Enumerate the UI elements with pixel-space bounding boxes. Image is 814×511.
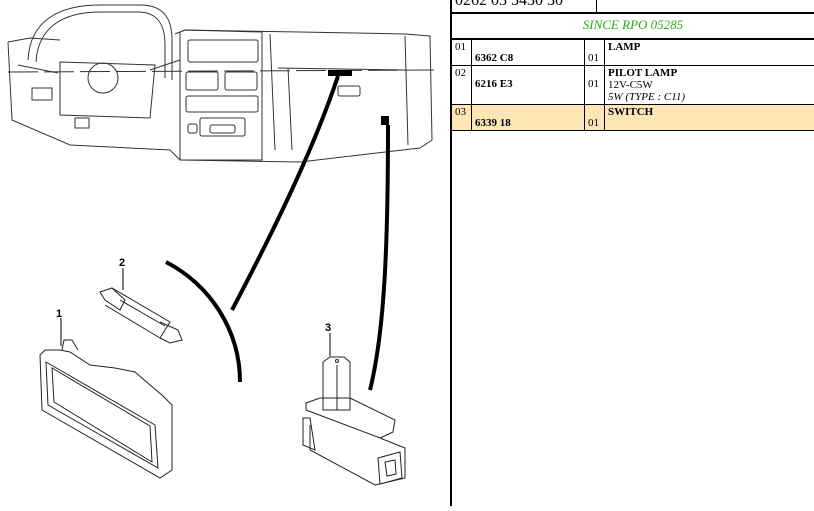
header-divider bbox=[596, 0, 597, 12]
part-spec-italic: 5W (TYPE : C11) bbox=[608, 91, 811, 103]
part-description: SWITCH bbox=[605, 105, 814, 131]
part-reference[interactable]: 6216 E3 bbox=[475, 78, 581, 90]
switch-illustration bbox=[303, 357, 405, 485]
part-description: PILOT LAMP 12V-C5W 5W (TYPE : C11) bbox=[605, 66, 814, 105]
parts-list-panel: 0262 03 5430 30 SINCE RPO 05285 01 6362 … bbox=[450, 0, 814, 506]
switch-leader-line bbox=[370, 125, 388, 390]
part-spec: 12V-C5W bbox=[608, 79, 811, 91]
part-index: 01 bbox=[452, 40, 472, 66]
pilot-lamp-illustration bbox=[100, 288, 182, 343]
lamp-leader-arc bbox=[166, 262, 240, 382]
since-banner-text: SINCE RPO 05285 bbox=[583, 17, 683, 32]
part-index: 03 bbox=[452, 105, 472, 131]
lamp-leader-line bbox=[232, 76, 338, 310]
spacer bbox=[608, 53, 811, 64]
part-quantity-cell: 01 bbox=[585, 40, 605, 66]
switch-location-marker bbox=[381, 116, 389, 125]
lamp-location-marker bbox=[328, 70, 352, 76]
part-title: PILOT LAMP bbox=[608, 67, 811, 79]
parts-table: 01 6362 C8 01 LAMP 02 6216 E3 01 bbox=[452, 40, 814, 131]
part-reference-cell: 6339 18 bbox=[472, 105, 585, 131]
dashboard-illustration bbox=[8, 5, 440, 162]
callout-3-label: 3 bbox=[325, 322, 331, 334]
since-banner: SINCE RPO 05285 bbox=[452, 12, 814, 40]
part-quantity-cell: 01 bbox=[585, 105, 605, 131]
part-quantity: 01 bbox=[588, 117, 601, 129]
part-quantity-cell: 01 bbox=[585, 66, 605, 105]
part-quantity: 01 bbox=[588, 52, 601, 64]
table-row-highlighted[interactable]: 03 6339 18 01 SWITCH bbox=[452, 105, 814, 131]
table-row[interactable]: 02 6216 E3 01 PILOT LAMP 12V-C5W 5W (TYP… bbox=[452, 66, 814, 105]
parts-diagram: 1 2 3 bbox=[0, 0, 450, 506]
part-quantity: 01 bbox=[588, 78, 601, 90]
spacer bbox=[608, 118, 811, 129]
part-reference-cell: 6362 C8 bbox=[472, 40, 585, 66]
part-index: 02 bbox=[452, 66, 472, 105]
part-title: SWITCH bbox=[608, 106, 811, 118]
part-description: LAMP bbox=[605, 40, 814, 66]
callout-2-label: 2 bbox=[119, 257, 125, 269]
lamp-housing-illustration bbox=[40, 340, 172, 478]
part-title: LAMP bbox=[608, 41, 811, 53]
callout-1-label: 1 bbox=[56, 308, 62, 320]
part-reference[interactable]: 6339 18 bbox=[475, 117, 581, 129]
part-reference[interactable]: 6362 C8 bbox=[475, 52, 581, 64]
table-row[interactable]: 01 6362 C8 01 LAMP bbox=[452, 40, 814, 66]
part-reference-cell: 6216 E3 bbox=[472, 66, 585, 105]
reference-number: 0262 03 5430 30 bbox=[455, 0, 563, 10]
